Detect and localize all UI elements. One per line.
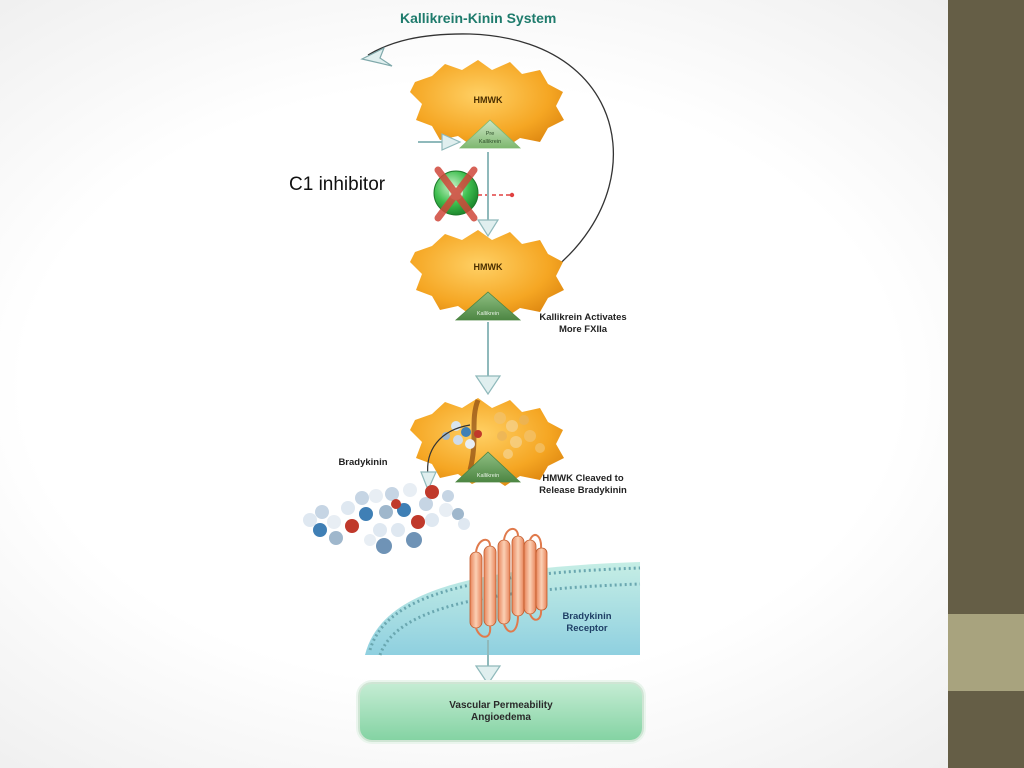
kallikrein-enzyme-shape-3	[454, 451, 522, 483]
activates-note-line2: More FXIIa	[559, 324, 608, 335]
feedback-arrowhead	[360, 46, 393, 67]
outcome-line2: Angioedema	[470, 712, 531, 723]
hmwk-cleaved-complex	[410, 398, 564, 486]
hmwk-protein-shape-2	[410, 230, 564, 318]
signal-arrowhead	[474, 665, 502, 686]
bound-bradykinin-cluster	[442, 421, 482, 449]
hmwk-protein-shape	[410, 60, 564, 148]
receptor-label-line1: Bradykinin	[562, 611, 611, 622]
release-arrow	[427, 424, 471, 477]
complex1-enzyme-label-1: Pre	[486, 131, 495, 137]
complex1-enzyme-label-2: Kallikrein	[479, 139, 501, 145]
prekallikrein-enzyme-shape	[458, 119, 522, 149]
activation-arrowhead-1	[476, 219, 500, 238]
cleaved-note-line1: HMWK Cleaved to	[542, 473, 623, 484]
outcome-box: Vascular Permeability Angioedema	[358, 682, 644, 742]
receptor-label-line2: Receptor	[566, 623, 607, 634]
cleavage-cut	[467, 399, 481, 471]
hmwk-prekallikrein-complex	[410, 60, 564, 149]
incoming-arrowhead	[441, 133, 462, 151]
hmwk-kallikrein-complex	[410, 230, 564, 321]
activation-arrowhead-2	[474, 375, 502, 396]
kallikrein-enzyme-shape	[454, 291, 522, 321]
bradykinin-receptor-helices	[469, 528, 548, 638]
c1-inhibitor-label: C1 inhibitor	[289, 174, 386, 195]
inhibition-dot	[509, 192, 515, 198]
released-peptide-cluster	[494, 412, 545, 459]
kallikrein-kinin-diagram: HMWK Pre Kallikrein HMWK Kallikrein	[303, 33, 641, 686]
slide-side-accent	[948, 614, 1024, 691]
outcome-line1: Vascular Permeability	[449, 700, 553, 711]
complex3-enzyme-label: Kallikrein	[477, 473, 499, 479]
complex2-enzyme-label: Kallikrein	[477, 311, 499, 317]
complex1-protein-label: HMWK	[474, 95, 503, 105]
complex2-protein-label: HMWK	[474, 262, 503, 272]
activates-note-line1: Kallikrein Activates	[539, 312, 626, 323]
inhibition-x-mark	[434, 166, 478, 222]
release-arrowhead	[420, 471, 437, 492]
feedback-loop-arrow	[367, 33, 614, 301]
bradykinin-label: Bradykinin	[338, 457, 387, 468]
bradykinin-molecule	[303, 483, 470, 554]
cleaved-note-line2: Release Bradykinin	[539, 485, 627, 496]
diagram-title: Kallikrein-Kinin System	[400, 10, 557, 26]
